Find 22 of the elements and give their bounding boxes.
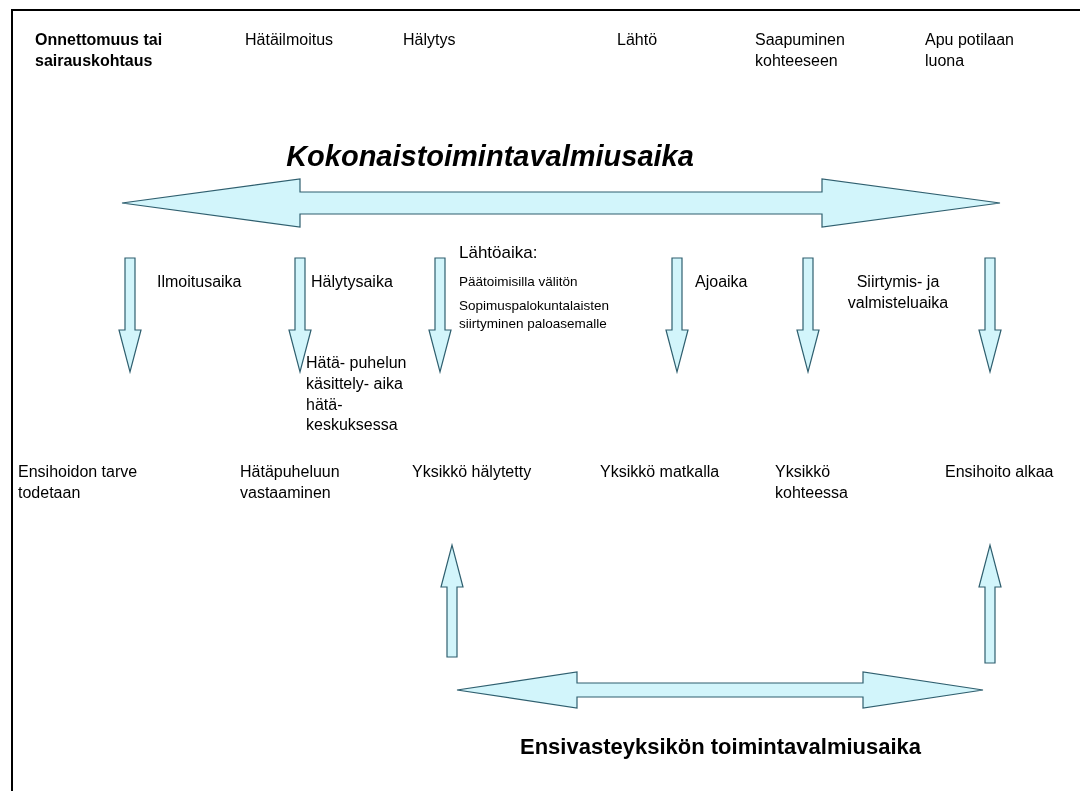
event-label: Hälytys xyxy=(403,30,457,50)
interval-note: Hätä- puhelun käsittely- aika hätä- keskuksessa xyxy=(306,353,408,436)
interval-label: Lähtöaika: xyxy=(459,242,539,264)
event-label: Yksikkö hälytetty xyxy=(412,462,533,482)
event-label: Yksikkö kohteessa xyxy=(775,462,849,503)
event-label: Saapuminen kohteeseen xyxy=(755,30,846,71)
interval-label: Hälytysaika xyxy=(311,272,394,292)
event-label: Ensihoito alkaa xyxy=(945,462,1055,482)
event-label: Lähtö xyxy=(617,30,659,50)
event-label: Apu potilaan luona xyxy=(925,30,1015,71)
event-label: Onnettomuus tai sairauskohtaus xyxy=(35,30,164,71)
event-label: Hätäpuheluun vastaaminen xyxy=(240,462,341,503)
event-label: Yksikkö matkalla xyxy=(600,462,721,482)
interval-label: Ilmoitusaika xyxy=(157,272,243,292)
interval-label: Ajoaika xyxy=(695,272,749,292)
interval-label: Siirtymis- ja valmisteluaika xyxy=(846,272,950,313)
event-label: Hätäilmoitus xyxy=(245,30,335,50)
span-title: Ensivasteyksikön toimintavalmiusaika xyxy=(520,733,923,761)
interval-note: Päätoimisilla välitön xyxy=(459,273,579,291)
span-title: Kokonaistoimintavalmiusaika xyxy=(285,139,695,174)
interval-note: Sopimuspalokuntalaisten siirtyminen paloasemalle xyxy=(459,297,611,333)
event-label: Ensihoidon tarve todetaan xyxy=(18,462,139,503)
